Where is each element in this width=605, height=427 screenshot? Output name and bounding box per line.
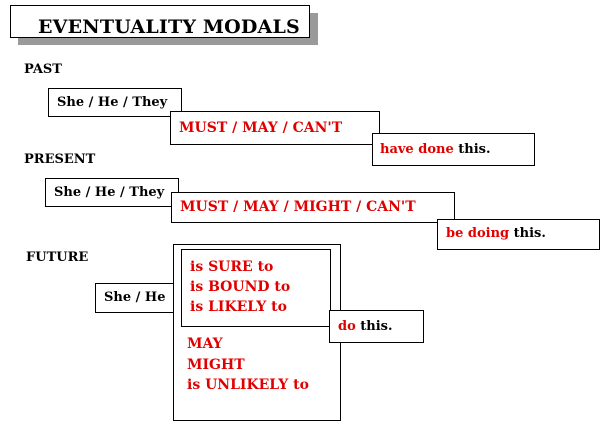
- present-subject-text: She / He / They: [54, 185, 165, 200]
- present-verb-box: be doing this.: [437, 219, 600, 250]
- past-subject-box: She / He / They: [48, 88, 182, 117]
- present-modal-text: MUST / MAY / MIGHT / CAN'T: [180, 199, 416, 215]
- past-verb-red: have done: [380, 142, 454, 157]
- past-subject-text: She / He / They: [57, 95, 168, 110]
- future-label: FUTURE: [26, 250, 89, 265]
- past-verb-line: have done this.: [380, 142, 490, 157]
- future-inner-line: is LIKELY to: [190, 299, 287, 315]
- past-modal-box: MUST / MAY / CAN'T: [170, 111, 380, 145]
- present-verb-black: this.: [509, 226, 546, 241]
- future-verb-black: this.: [355, 319, 393, 334]
- future-likelihood-box: is SURE to is BOUND to is LIKELY to: [181, 249, 331, 327]
- future-inner-line: is SURE to: [190, 259, 274, 275]
- past-verb-black: this.: [453, 142, 491, 157]
- future-outer-line: is UNLIKELY to: [187, 377, 309, 393]
- past-modal-text: MUST / MAY / CAN'T: [179, 120, 343, 136]
- present-label: PRESENT: [24, 152, 96, 167]
- page-title: EVENTUALITY MODALS: [38, 16, 300, 38]
- future-verb-box: do this.: [329, 310, 424, 343]
- future-outer-line: MIGHT: [187, 357, 245, 373]
- future-inner-line: is BOUND to: [190, 279, 291, 295]
- present-modal-box: MUST / MAY / MIGHT / CAN'T: [171, 192, 455, 223]
- past-label: PAST: [24, 62, 62, 77]
- present-subject-box: She / He / They: [45, 178, 179, 207]
- future-subject-box: She / He: [95, 283, 175, 313]
- future-verb-red: do: [338, 319, 356, 334]
- past-verb-box: have done this.: [372, 133, 535, 166]
- future-outer-line: MAY: [187, 336, 223, 352]
- present-verb-red: be doing: [446, 226, 510, 241]
- title-box: EVENTUALITY MODALS: [10, 5, 310, 38]
- future-verb-line: do this.: [338, 319, 393, 334]
- present-verb-line: be doing this.: [446, 226, 546, 241]
- future-subject-text: She / He: [104, 290, 166, 305]
